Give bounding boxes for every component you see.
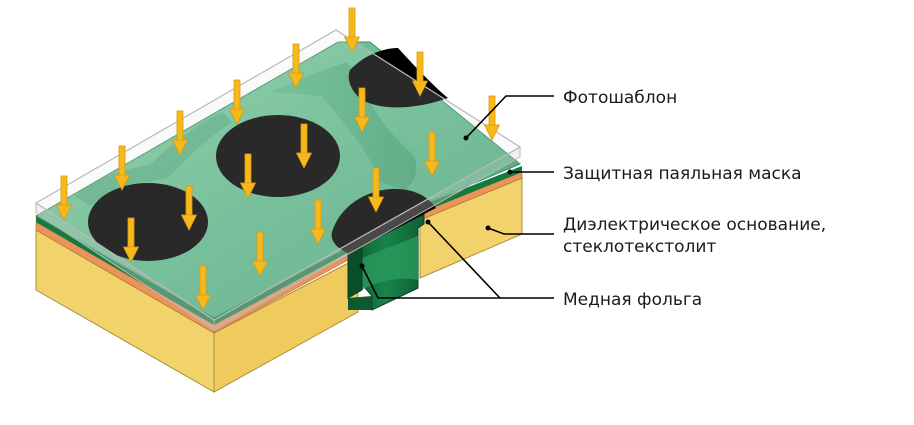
solder-mask-front-edge (36, 216, 214, 325)
solder-mask-ridge (270, 62, 417, 190)
via-cut-face (347, 245, 363, 299)
leader-dot-dielectric (485, 225, 491, 231)
pad-hole-via (331, 188, 436, 253)
leader-dot-photomask (463, 135, 469, 141)
leader-dot-copper-1 (359, 263, 365, 269)
solder-mask-right-edge (420, 166, 522, 213)
label-solder-mask: Защитная паяльная маска (563, 164, 802, 184)
leader-dot-copper-2 (425, 219, 431, 225)
leader-line-dielectric (487, 227, 554, 235)
solder-mask-side-edge (214, 246, 350, 325)
solder-mask-ridge-left (75, 112, 232, 206)
leader-dot-solder-mask (507, 169, 513, 175)
leader-line-copper-1 (361, 265, 554, 299)
photomask-side-edge (213, 146, 521, 331)
label-photomask: Фотошаблон (563, 88, 678, 108)
label-dielectric-line2: стеклотекстолит (563, 237, 717, 257)
label-dielectric: Диэлектрическое основание, стеклотекстол… (563, 214, 826, 258)
via-barrel-inner (362, 236, 418, 290)
leader-line-photomask (465, 95, 554, 139)
leader-line-copper-2 (427, 221, 501, 299)
pad-hole-top-right (348, 48, 448, 108)
label-copper-foil: Медная фольга (563, 290, 703, 310)
dielectric-side-face (213, 257, 359, 393)
via-bottom-lip (348, 296, 372, 310)
label-dielectric-line1: Диэлектрическое основание, (563, 215, 827, 235)
pad-hole-left (88, 183, 208, 261)
